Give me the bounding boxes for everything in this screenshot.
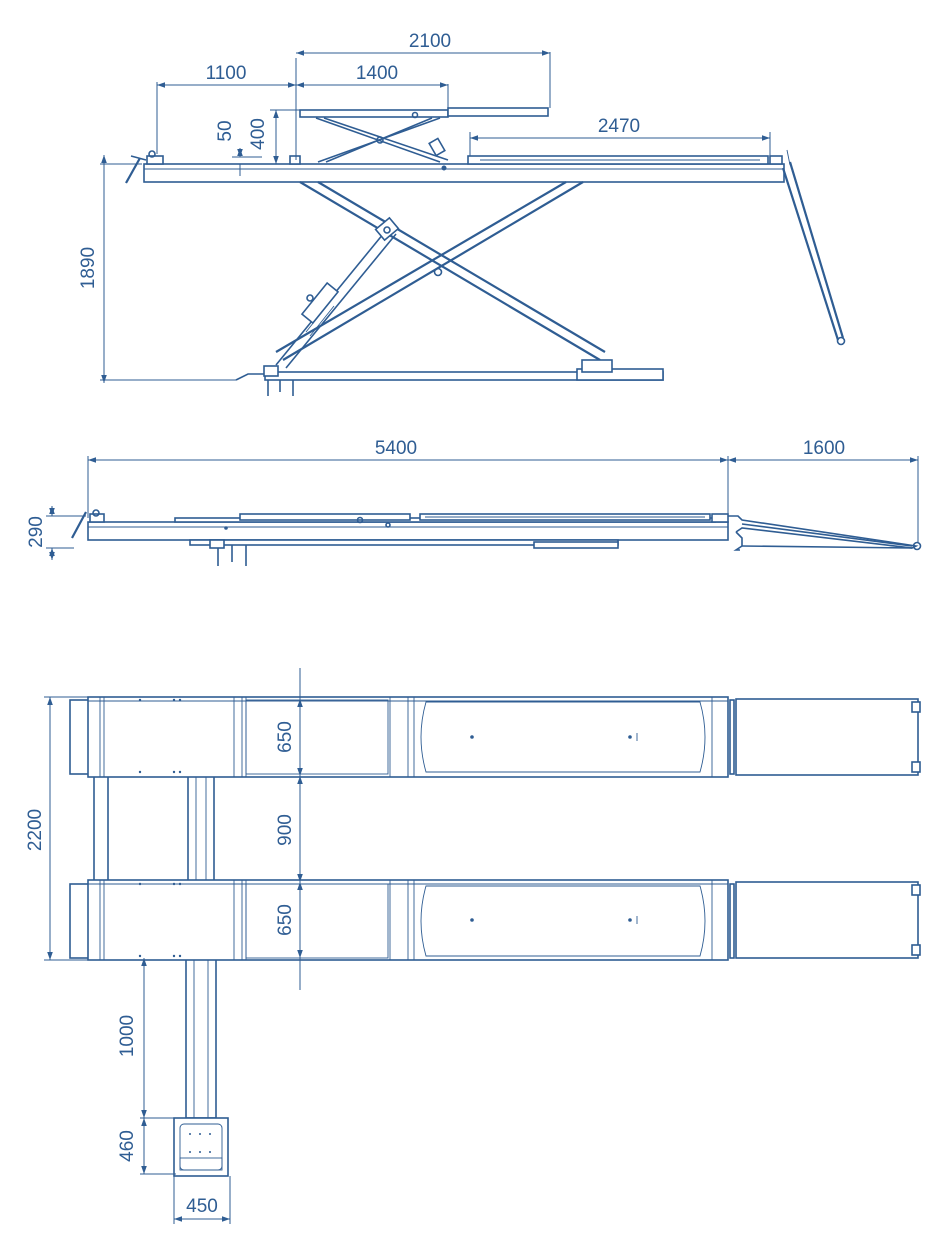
low-runway-beam xyxy=(87,521,729,541)
dim-290: 290 xyxy=(26,516,47,548)
dim-1100: 1100 xyxy=(206,63,247,84)
dim-460: 460 xyxy=(117,1130,138,1162)
dim-50: 50 xyxy=(215,120,236,141)
top-hose-channel xyxy=(187,775,215,885)
top-control-console xyxy=(173,1117,229,1177)
dim-1000: 1000 xyxy=(117,1015,138,1057)
side-secondary-platform xyxy=(299,109,449,118)
top-cross-frame xyxy=(93,775,109,885)
dim-1400: 1400 xyxy=(356,63,398,84)
dim-2470: 2470 xyxy=(598,116,640,137)
side-hydraulic-cylinder xyxy=(275,216,400,369)
dim-2200: 2200 xyxy=(25,809,46,851)
top-view: 650 900 650 2200 1000 460 450 xyxy=(25,668,921,1224)
side-rear-ramp xyxy=(781,149,846,346)
dim-400: 400 xyxy=(248,118,269,150)
top-runway-upper xyxy=(69,696,921,778)
dim-2100: 2100 xyxy=(409,31,451,52)
side-view-raised: 2100 1100 1400 400 50 2470 1890 xyxy=(78,31,846,396)
dim-5400: 5400 xyxy=(375,438,417,459)
side-front-flap xyxy=(125,157,141,184)
dim-650-bottom: 650 xyxy=(275,904,296,936)
side-view-lowered: 5400 1600 290 xyxy=(26,438,922,566)
low-rear-ramp xyxy=(728,515,922,551)
dim-1890: 1890 xyxy=(78,247,99,289)
dim-450: 450 xyxy=(186,1196,218,1217)
dim-900: 900 xyxy=(275,814,296,846)
dim-1600: 1600 xyxy=(803,438,845,459)
top-runway-lower xyxy=(69,879,921,961)
dim-650-top: 650 xyxy=(275,721,296,753)
